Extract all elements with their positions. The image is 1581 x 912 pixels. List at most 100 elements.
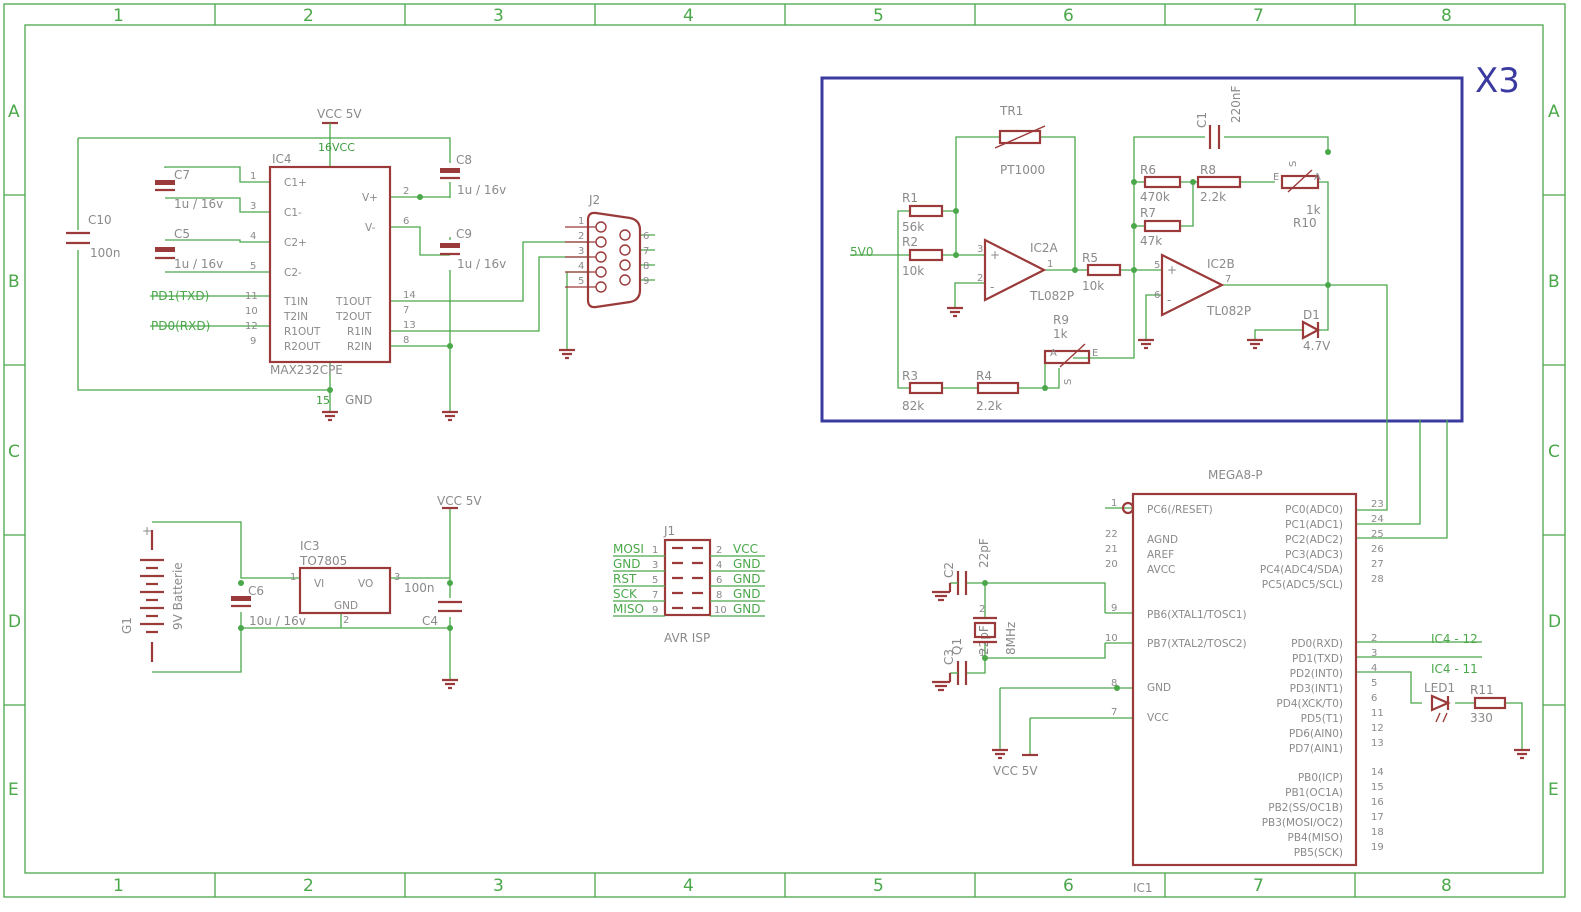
pin-label: C1+ [284,177,307,189]
max232-section: VCC 5V 16VCC 15 GND IC4 MAX232CPE 1 C1+ … [66,107,655,422]
j2-name: J2 [588,193,600,207]
resistor-r8: R8 2.2k [1196,163,1242,204]
c5-value: 1u / 16v [174,257,223,271]
net-label: GND [733,557,761,571]
pin-number: 21 [1105,544,1118,555]
mcu-right-pins: PC0(ADC0) PC1(ADC1) PC2(ADC2) PC3(ADC3) … [1260,504,1343,859]
g1-name: G1 [120,617,134,634]
col-label: 5 [873,6,884,26]
row-label: B [1548,272,1560,292]
pin-label: PC0(ADC0) [1285,504,1343,516]
pin-number: 9 [1111,603,1117,614]
pin-label: PB4(MISO) [1288,832,1344,844]
r4-name: R4 [976,369,992,383]
pin-label: PD4(XCK/T0) [1276,698,1343,710]
zener-diode-d1: D1 4.7V [1301,308,1331,353]
c4-name: C4 [422,614,438,628]
pot-pin-e: E [1273,172,1279,183]
mcu-mega8-section: MEGA8-P IC1 1 PC6(/RESET) 22 AGND 21 ARE… [932,420,1530,895]
opamp-ic2b: + - IC2B TL082P 5 6 7 [1154,253,1251,318]
capacitor-c7: C7 1u / 16v [155,168,223,211]
pin-number: 6 [716,575,722,586]
net-label: GND [733,572,761,586]
resistor-r6: R6 470k [1140,163,1182,204]
pin-number: 7 [1111,707,1117,718]
opamp-minus: - [1167,293,1171,307]
pin-number: 8 [716,590,722,601]
pin-number: 23 [1371,499,1384,510]
col-label: 1 [113,6,124,26]
pin-number: 15 [1371,782,1384,793]
resistor-r5: R5 10k [1082,251,1122,293]
pin-number: 17 [1371,812,1384,823]
led-led1: LED1 [1424,681,1455,723]
c7-name: C7 [174,168,190,182]
r4-value: 2.2k [976,399,1002,413]
capacitor-c4: 100n C4 [404,581,462,628]
capacitor-c8: C8 1u / 16v [440,153,506,197]
pin-number: 19 [1371,842,1384,853]
pin-number: 5 [1371,678,1377,689]
pin-number: 2 [403,186,409,197]
col-label: 6 [1063,876,1074,896]
isp-header-j1: J1 AVR ISP MOSI 1 GND 3 RST 5 SCK 7 MISO… [613,524,765,645]
regulator-ic3: IC3 TO7805 VI VO GND 1 2 3 [290,539,400,626]
col-label: 4 [683,876,694,896]
row-label: D [1548,612,1561,632]
pin-number: 8 [1111,678,1117,689]
pot-pin-s: S [1063,379,1074,385]
pin-number: 3 [578,246,584,257]
pin-label: R2OUT [284,341,321,353]
potentiometer-r9: R9 1k A E S [1043,313,1098,385]
pin-label: PC3(ADC3) [1285,549,1343,561]
ground-symbol [992,748,1008,760]
r1-name: R1 [902,191,918,205]
pin-label: AGND [1147,534,1178,546]
c2-name: C2 [942,562,956,578]
r10-value: 1k [1306,203,1321,217]
resistor-r2: R2 10k [902,235,944,278]
ic2a-name: IC2A [1030,241,1059,255]
r1-value: 56k [902,220,924,234]
ground-symbol [442,678,458,690]
r2-name: R2 [902,235,918,249]
vcc-label: VCC 5V [317,107,362,121]
r2-value: 10k [902,264,924,278]
ground-symbol [1514,748,1530,760]
pin-number: 8 [403,335,409,346]
pin-label: PB2(SS/OC1B) [1268,802,1343,814]
r7-value: 47k [1140,234,1162,248]
r11-value: 330 [1470,711,1493,725]
power-supply-section: + G1 9V Batterie C6 10u / 16v IC3 TO7805… [120,494,482,690]
row-label: A [1548,102,1560,122]
net-label: GND [733,587,761,601]
net-label: VCC [733,542,758,556]
pin-number: 26 [1371,544,1384,555]
col-label: 3 [493,6,504,26]
pin-number: 1 [652,545,658,556]
net-label: GND [733,602,761,616]
pin-number: 11 [245,291,258,302]
r9-value: 1k [1053,327,1068,341]
c3-name: C3 [942,649,956,665]
pin-label: PD5(T1) [1301,713,1343,725]
x3-frame: X3 [820,61,1520,423]
r7-name: R7 [1140,206,1156,220]
j1-right-pins: 2 VCC 4 GND 6 GND 8 GND 10 GND [714,542,761,616]
frame-column-labels-top: 1 2 3 4 5 6 7 8 [113,6,1452,26]
pin-number: 12 [245,321,258,332]
pin-label: C2+ [284,237,307,249]
c1-name: C1 [1195,112,1209,128]
pin-number: 27 [1371,559,1384,570]
r3-value: 82k [902,399,924,413]
pin-number: 4 [578,261,584,272]
ic4-value: MAX232CPE [270,363,343,377]
pin-number: 1 [1111,498,1117,509]
col-label: 3 [493,876,504,896]
ic4-body [268,165,392,364]
pin-number: 25 [1371,529,1384,540]
pin-label: PD2(INT0) [1290,668,1343,680]
drawing-frame [3,3,1566,898]
ic3-name: IC3 [300,539,320,553]
pin-number: 14 [1371,767,1384,778]
